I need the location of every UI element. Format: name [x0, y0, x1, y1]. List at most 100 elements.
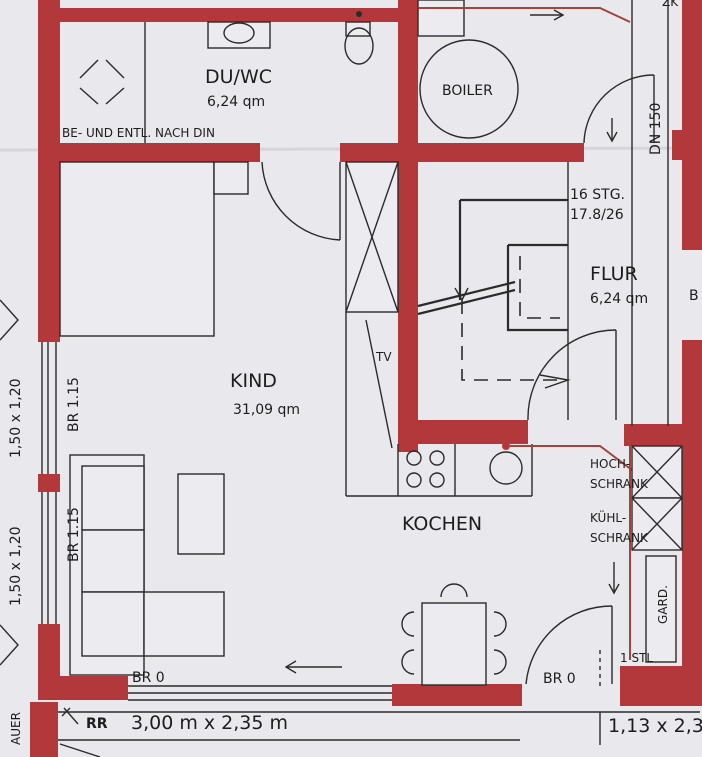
chair-top [440, 583, 468, 598]
wall-right-mid [682, 340, 702, 450]
outer-edge-mark-bottom [0, 624, 19, 666]
washbasin-bowl [223, 22, 255, 44]
sofa-cushion-4 [143, 591, 225, 657]
ventilation-note: BE- UND ENTL. NACH DIN [62, 126, 215, 140]
wardrobe-cross-2 [345, 161, 399, 313]
hall-area: 6,24 qm [590, 291, 648, 307]
wall-left-upper [38, 0, 60, 162]
parapet-zero-b: BR 0 [543, 671, 576, 687]
wall-kitchen-top [398, 420, 528, 444]
toilet-bowl [344, 27, 374, 65]
pipe-top [418, 7, 631, 23]
child-arrow-head [284, 660, 297, 674]
wall-bath-bottom [38, 143, 260, 162]
entrance-door-swing [525, 605, 613, 685]
tall-cabinet-cross-2 [631, 445, 683, 499]
wall-bath-right [398, 0, 418, 162]
hob-ring-4 [429, 472, 445, 488]
bathroom [79, 11, 374, 143]
shower-drain-stroke-2 [105, 59, 125, 79]
stair-direction-arrow [454, 287, 469, 302]
tall-cabinet-label-1: HOCH- [590, 457, 630, 471]
kitchen-label: KOCHEN [402, 513, 482, 535]
sink-bowl [489, 451, 523, 485]
labels: DU/WC 6,24 qm BE- UND ENTL. NACH DIN BOI… [8, 0, 702, 745]
bath-area: 6,24 qm [207, 94, 265, 110]
sink-tap [502, 442, 510, 450]
wall-kind-right [398, 162, 418, 452]
sofa-cushion-1 [81, 465, 145, 531]
wardrobe-gard [645, 555, 677, 663]
boiler-room [417, 0, 631, 139]
parapet-zero-a: BR 0 [132, 670, 165, 686]
step-note: 1 STL [620, 651, 653, 665]
parapet-label-a: BR 1.15 [66, 377, 82, 432]
wall-left-mid [38, 162, 60, 342]
outer-edge-mark-top [0, 299, 19, 341]
washbasin-counter [207, 21, 271, 49]
child-room [59, 161, 399, 676]
skylight-code: RR [86, 716, 108, 732]
stairs-label: 16 STG. [570, 187, 625, 203]
hall-door-swing [583, 74, 655, 144]
bath-name: DU/WC [205, 66, 272, 88]
window-size-lower: 1,50 x 1,20 [8, 526, 24, 606]
wall-chimney-stub [672, 130, 684, 160]
chair-left-1 [401, 611, 415, 637]
hob-ring-1 [406, 450, 422, 466]
skylight-size: 3,00 m x 2,35 m [131, 712, 288, 734]
sofa-cushion-2 [81, 529, 145, 593]
hob-ring-3 [406, 472, 422, 488]
pipe-kitchen [510, 445, 633, 471]
dining-table [421, 602, 487, 686]
wall-top [60, 8, 400, 22]
walls [30, 0, 702, 757]
shower-drain-stroke-3 [79, 87, 99, 105]
tall-cabinet-label-2: SCHRANK [590, 477, 649, 491]
shower-drain-stroke-4 [105, 87, 125, 105]
wall-right-upper [682, 0, 702, 250]
wall-left-pier [38, 474, 60, 492]
hall-name: FLUR [590, 263, 638, 285]
stair-hidden-lower [461, 300, 568, 381]
fridge-label-2: SCHRANK [590, 531, 649, 545]
fridge-cross-2 [631, 497, 683, 551]
coffee-table [177, 473, 225, 555]
nightstand [213, 161, 249, 195]
chimney-label: DN 150 [648, 103, 664, 155]
wardrobe-label: GARD. [656, 585, 670, 624]
chair-left-2 [401, 649, 415, 675]
kitchen-arrow-head [608, 583, 620, 595]
right-partial-size: 1,13 x 2,3 [608, 715, 702, 737]
boiler-label: BOILER [442, 83, 493, 99]
wall-bottom-left [38, 676, 128, 700]
tv-line [365, 319, 393, 449]
toilet-tank [345, 21, 371, 37]
wall-small-pier [628, 670, 642, 684]
sofa-cushion-3 [81, 591, 145, 657]
wall-bottom-center [392, 684, 522, 706]
wall-right-lower [682, 446, 702, 696]
window-size-upper: 1,50 x 1,20 [8, 378, 24, 458]
hall-stairs [417, 0, 669, 426]
boiler-arrow-head [553, 9, 565, 21]
kitchen [346, 440, 683, 690]
boiler-tank [419, 39, 519, 139]
wall-corner-bottom [30, 702, 58, 757]
child-area: 31,09 qm [233, 402, 300, 418]
hall-inner-door-swing [527, 329, 617, 421]
stair-handrail [417, 280, 516, 316]
stairs-ratio-label: 17.8/26 [570, 207, 624, 223]
chair-right-1 [493, 611, 507, 637]
cut-left-bottom-label: AUER [9, 712, 23, 745]
stair-inner-well [506, 243, 568, 332]
skylight-swing [59, 743, 101, 757]
tv-label: TV [375, 350, 392, 364]
hob-ring-2 [429, 450, 445, 466]
skylight-hinge-icon [61, 707, 79, 725]
wall-boiler-bottom [340, 143, 584, 162]
chair-right-2 [493, 649, 507, 675]
child-name: KIND [230, 370, 277, 392]
bed [59, 161, 215, 337]
